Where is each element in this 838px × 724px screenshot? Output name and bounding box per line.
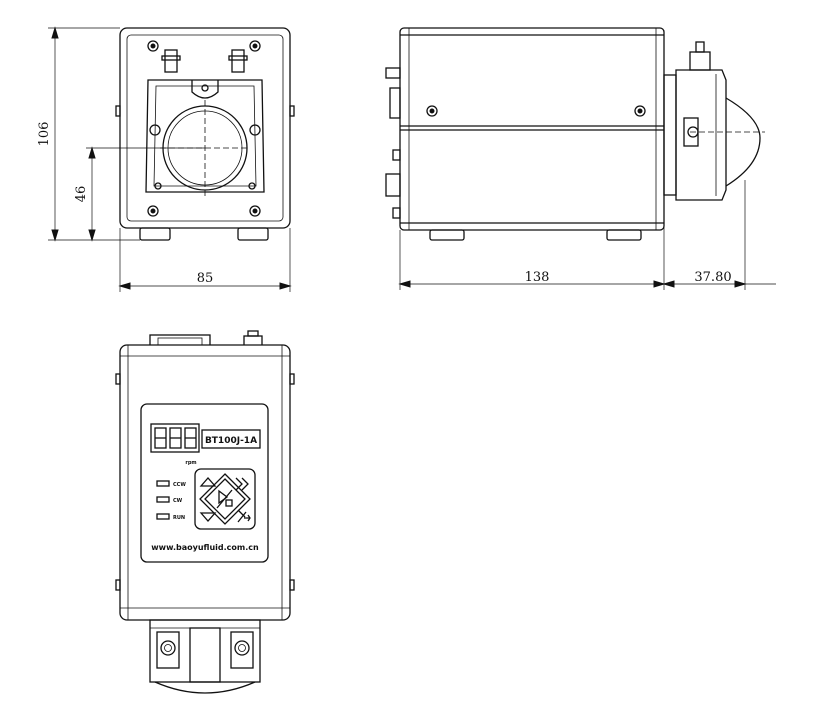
top-rotor-dome bbox=[154, 681, 256, 694]
led-cw bbox=[156, 496, 170, 503]
side-view bbox=[385, 27, 765, 241]
side-foot-left bbox=[429, 229, 465, 241]
website-label: www.baoyufluid.com.cn bbox=[151, 543, 259, 552]
front-side-bump-left bbox=[115, 105, 121, 117]
side-housing bbox=[399, 27, 665, 231]
front-tube-fittings bbox=[161, 49, 248, 73]
side-power-switch bbox=[389, 87, 401, 119]
side-foot-right bbox=[606, 229, 642, 241]
keypad bbox=[194, 468, 256, 530]
side-rotor-dome bbox=[725, 97, 761, 187]
pump-head-plate bbox=[145, 79, 265, 193]
side-dimensions bbox=[398, 180, 776, 290]
front-view bbox=[115, 27, 295, 241]
key-down-button[interactable] bbox=[199, 512, 217, 522]
side-pump-head bbox=[675, 69, 727, 201]
direction-icon bbox=[237, 509, 251, 523]
led-label-run: RUN bbox=[173, 515, 185, 521]
dim-label-106: 106 bbox=[37, 122, 52, 147]
display-segments bbox=[154, 427, 197, 449]
key-up-button[interactable] bbox=[199, 477, 217, 487]
key-fast-forward-button[interactable] bbox=[235, 477, 249, 491]
arrow-down-icon bbox=[199, 512, 217, 522]
model-label-box bbox=[201, 429, 261, 449]
side-screw-right bbox=[634, 105, 646, 117]
control-panel bbox=[140, 403, 269, 563]
dim-label-138: 138 bbox=[525, 270, 550, 285]
led-label-ccw: CCW bbox=[173, 482, 186, 488]
front-foot-left bbox=[139, 227, 171, 241]
side-dsub-connector bbox=[385, 173, 401, 197]
led-ccw bbox=[156, 480, 170, 487]
side-screw-left bbox=[426, 105, 438, 117]
front-dimensions bbox=[48, 26, 292, 292]
dim-label-85: 85 bbox=[197, 271, 214, 286]
front-side-bump-right bbox=[289, 105, 295, 117]
key-direction-button[interactable] bbox=[237, 509, 251, 523]
dim-label-46: 46 bbox=[74, 186, 89, 203]
fast-forward-icon bbox=[235, 477, 249, 491]
top-view bbox=[115, 330, 295, 621]
pump-head-latch bbox=[191, 80, 219, 99]
model-label: BT100J-1A bbox=[205, 436, 257, 446]
dim-label-37-80: 37.80 bbox=[694, 270, 731, 285]
top-pump-head bbox=[149, 619, 261, 694]
led-label-cw: CW bbox=[173, 498, 183, 504]
seven-segment-display bbox=[150, 423, 200, 453]
front-screws bbox=[147, 40, 261, 217]
led-run bbox=[156, 513, 170, 520]
arrow-up-icon bbox=[199, 477, 217, 487]
unit-label: rpm bbox=[185, 460, 196, 466]
front-inner-frame bbox=[126, 34, 284, 222]
front-foot-right bbox=[237, 227, 269, 241]
stop-icon bbox=[225, 499, 233, 507]
top-housing bbox=[119, 344, 291, 621]
side-tube-fitting bbox=[689, 51, 711, 71]
key-start-stop-button[interactable] bbox=[216, 489, 233, 509]
